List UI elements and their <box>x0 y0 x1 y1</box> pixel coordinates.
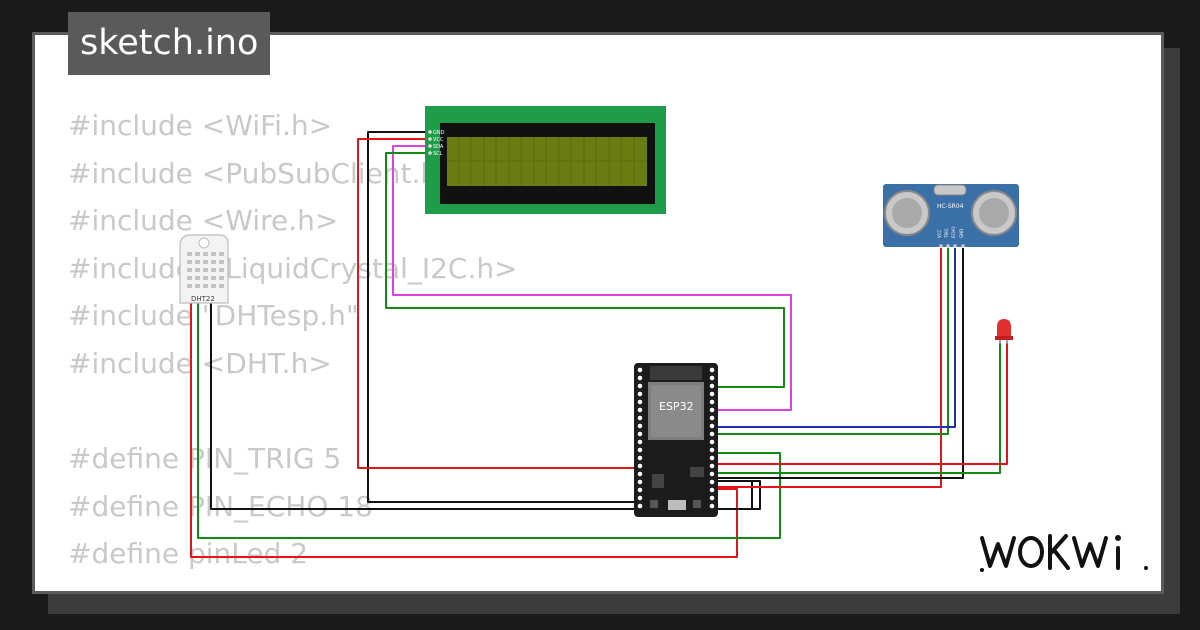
lcd-pin-label: SDA <box>433 144 444 150</box>
wire-dht-gnd2 <box>752 480 761 510</box>
wire-hc-trig <box>712 248 949 435</box>
hc-pin-label: ECHO <box>951 227 956 238</box>
hc-pin-label: GND <box>959 229 964 238</box>
lcd-pin-label: VCC <box>433 137 444 143</box>
esp32-board: ESP32 <box>634 363 718 517</box>
wire-dht-data <box>197 300 781 539</box>
wire-lcd-scl <box>385 152 785 388</box>
code-line: #include <WiFi.h> <box>68 109 333 142</box>
esp32-label: ESP32 <box>659 400 694 413</box>
code-line: #include <LiquidCrystal_I2C.h> <box>68 251 518 285</box>
code-line: #include <PubSubClient.h> <box>68 156 462 190</box>
lcd-pin-label: GND <box>433 130 445 136</box>
wire-lcd-gnd <box>367 131 643 503</box>
wire-lcd-sda <box>392 145 792 411</box>
sketch-title: sketch.ino <box>68 12 271 75</box>
wire-lcd-vcc <box>357 138 643 469</box>
red-led <box>995 319 1013 344</box>
wire-led-cathode <box>712 343 1008 465</box>
wire-hc-vcc <box>712 248 942 488</box>
code-line: #include <Wire.h> <box>68 204 339 238</box>
wokwi-logo <box>980 534 1148 572</box>
hc-pin-label: VCC <box>937 229 942 238</box>
code-line: #include "DHTesp.h" <box>68 299 359 333</box>
code-line: #include <DHT.h> <box>68 346 332 380</box>
hc-pin-label: TRIG <box>944 228 949 239</box>
hc-sr04-sensor: HC-SR04 VCC TRIG ECHO GND <box>883 184 1019 248</box>
dht-label: DHT22 <box>191 295 215 303</box>
lcd-pin-label: SCL <box>433 151 443 157</box>
code-line: #define pinLed 2 <box>68 537 309 571</box>
hc-label: HC-SR04 <box>937 203 964 210</box>
wire-hc-gnd <box>712 248 964 479</box>
dht22-sensor: DHT22 <box>179 234 229 304</box>
lcd-display: GND VCC SDA SCL <box>425 106 666 214</box>
wire-dht-vcc <box>190 300 738 558</box>
wire-hc-echo <box>712 248 956 428</box>
code-line: #define PIN_TRIG 5 <box>68 442 342 476</box>
wire-led-anode <box>712 343 1001 474</box>
